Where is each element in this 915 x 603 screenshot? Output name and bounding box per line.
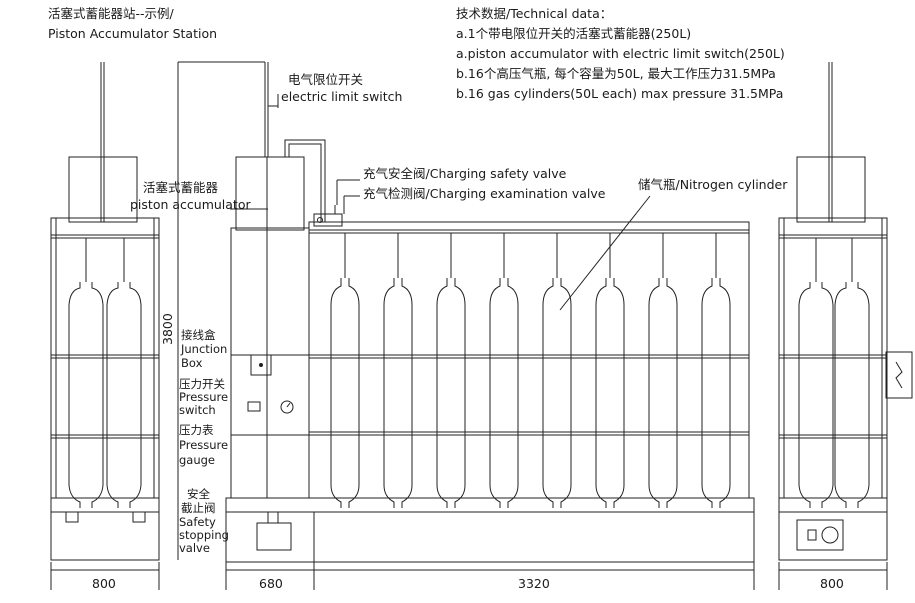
right-side-view [778, 62, 913, 590]
nitrogen-cylinder [595, 278, 625, 508]
limit-switch-label-cn: 电气限位开关 [288, 72, 364, 87]
pressure-switch-label-cn: 压力开关 [179, 377, 225, 391]
stop-valve-label-en1: Safety [179, 515, 216, 529]
junction-box-label-cn: 接线盒 [181, 328, 216, 342]
dimension-accumulator: 680 [259, 576, 283, 591]
nitrogen-cylinder [489, 278, 519, 508]
safety-valve-label: 充气安全阀/Charging safety valve [363, 166, 567, 181]
dimension-left: 800 [92, 576, 116, 591]
pressure-switch-label-en1: Pressure [179, 390, 229, 404]
title-en: Piston Accumulator Station [48, 26, 218, 41]
tech-line-2: a.piston accumulator with electric limit… [456, 46, 785, 61]
tech-line-3: b.16个高压气瓶, 每个容量为50L, 最大工作压力31.5MPa [456, 66, 776, 81]
limit-switch-label-en: electric limit switch [281, 89, 403, 104]
pressure-gauge-label-en2: gauge [179, 453, 216, 467]
nitrogen-cylinder [701, 278, 731, 508]
pressure-switch-label-en2: switch [179, 403, 216, 417]
stop-valve-label-en3: valve [179, 541, 210, 555]
nitrogen-cylinder [330, 278, 360, 508]
dimension-right: 800 [820, 576, 844, 591]
tech-line-1: a.1个带电限位开关的活塞式蓄能器(250L) [456, 26, 692, 41]
stop-valve-label-cn1: 安全 [187, 487, 210, 501]
junction-box-label-en2: Box [181, 356, 203, 370]
tech-line-4: b.16 gas cylinders(50L each) max pressur… [456, 86, 784, 101]
pressure-gauge-label-en1: Pressure [179, 438, 229, 452]
nitrogen-cylinders [330, 233, 731, 508]
left-side-view [50, 62, 160, 590]
accumulator-label-cn: 活塞式蓄能器 [143, 180, 219, 195]
main-front-view [177, 61, 755, 590]
tech-heading: 技术数据/Technical data： [456, 6, 613, 21]
dimension-height: 3800 [160, 313, 175, 345]
junction-box-label-en1: Junction [181, 342, 228, 356]
stop-valve-label-en2: stopping [179, 528, 229, 542]
nitrogen-cylinder [542, 278, 572, 508]
accumulator-label-en: piston accumulator [130, 197, 251, 212]
nitrogen-cylinder [383, 278, 413, 508]
dimension-cylinders: 3320 [518, 576, 550, 591]
exam-valve-label: 充气检测阀/Charging examination valve [363, 186, 606, 201]
nitrogen-cylinder-label: 储气瓶/Nitrogen cylinder [638, 177, 788, 192]
nitrogen-cylinder [436, 278, 466, 508]
title-cn: 活塞式蓄能器站--示例/ [48, 6, 174, 21]
stop-valve-label-cn2: 截止阀 [181, 501, 216, 515]
nitrogen-cylinder [648, 278, 678, 508]
pressure-gauge-label-cn: 压力表 [179, 423, 214, 437]
